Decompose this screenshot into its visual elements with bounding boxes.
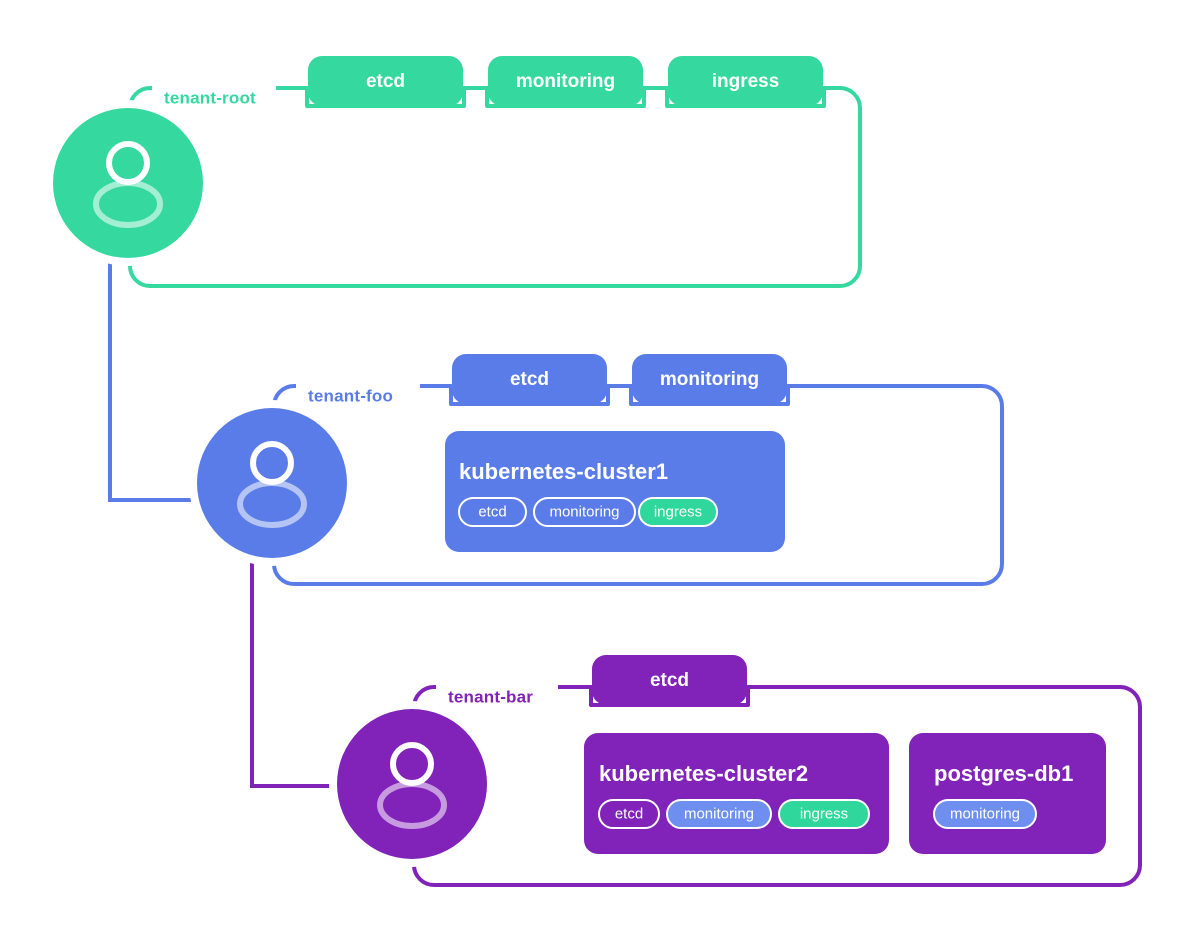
- chip-ingress[interactable]: ingress: [778, 799, 870, 829]
- chip-etcd[interactable]: etcd: [598, 799, 660, 829]
- tenant-foo-badge-etcd[interactable]: etcd: [452, 354, 607, 404]
- tenant-foo-badge-monitoring[interactable]: monitoring: [632, 354, 787, 404]
- chip-monitoring[interactable]: monitoring: [666, 799, 772, 829]
- chip-ingress[interactable]: ingress: [638, 497, 718, 527]
- tenant-bar-card-postgres-db1[interactable]: postgres-db1 monitoring: [909, 733, 1106, 854]
- card-title: kubernetes-cluster1: [459, 459, 668, 484]
- chip-label: monitoring: [684, 805, 754, 822]
- tenant-foo-group: tenant-foo etcd monitoring kubernetes-cl…: [189, 354, 1004, 586]
- card-title: postgres-db1: [934, 761, 1073, 786]
- tenant-bar-container-outline: [412, 685, 1142, 887]
- tenant-bar-group: tenant-bar etcd kubernetes-cluster2 etcd…: [329, 655, 1142, 887]
- tenant-bar-label: tenant-bar: [448, 687, 533, 706]
- chip-label: etcd: [478, 503, 506, 520]
- tenant-bar-badge-etcd-label: etcd: [650, 670, 689, 691]
- tenant-foo-label-gap: [296, 376, 420, 398]
- connector-root-to-foo: [108, 250, 197, 502]
- chip-label: ingress: [654, 503, 702, 520]
- tenant-bar-label-gap: [436, 677, 558, 699]
- tenant-root-badge-monitoring-label: monitoring: [516, 71, 615, 92]
- card-title: kubernetes-cluster2: [599, 761, 808, 786]
- tenant-bar-card-kubernetes-cluster2[interactable]: kubernetes-cluster2 etcd monitoring ingr…: [584, 733, 889, 854]
- chip-monitoring[interactable]: monitoring: [933, 799, 1037, 829]
- tenant-root-container-outline: [128, 86, 862, 288]
- tenant-root-badge-ingress-label: ingress: [712, 71, 780, 92]
- tenant-root-label: tenant-root: [164, 88, 256, 107]
- tenant-root-avatar[interactable]: [53, 108, 203, 258]
- chip-label: monitoring: [950, 805, 1020, 822]
- tenant-foo-badge-monitoring-label: monitoring: [660, 369, 759, 390]
- tenant-bar-avatar[interactable]: [337, 709, 487, 859]
- tenant-root-badge-etcd[interactable]: etcd: [308, 56, 463, 106]
- tenant-bar-badge-etcd[interactable]: etcd: [592, 655, 747, 705]
- tenant-root-badge-etcd-label: etcd: [366, 71, 405, 92]
- chip-monitoring[interactable]: monitoring: [533, 497, 636, 527]
- connector-foo-to-bar: [250, 552, 337, 788]
- tenant-root-badge-monitoring[interactable]: monitoring: [488, 56, 643, 106]
- tenant-root-label-gap: [152, 78, 276, 100]
- tenant-foo-label: tenant-foo: [308, 386, 393, 405]
- tenant-root-group: tenant-root etcd monitoring ingress: [45, 56, 862, 288]
- chip-label: ingress: [800, 805, 848, 822]
- chip-etcd[interactable]: etcd: [458, 497, 527, 527]
- tenant-foo-badge-etcd-label: etcd: [510, 369, 549, 390]
- tenant-foo-avatar[interactable]: [197, 408, 347, 558]
- chip-label: monitoring: [549, 503, 619, 520]
- tenant-root-badge-ingress[interactable]: ingress: [668, 56, 823, 106]
- tenant-foo-card-kubernetes-cluster1[interactable]: kubernetes-cluster1 etcd monitoring ingr…: [445, 431, 785, 552]
- chip-label: etcd: [615, 805, 643, 822]
